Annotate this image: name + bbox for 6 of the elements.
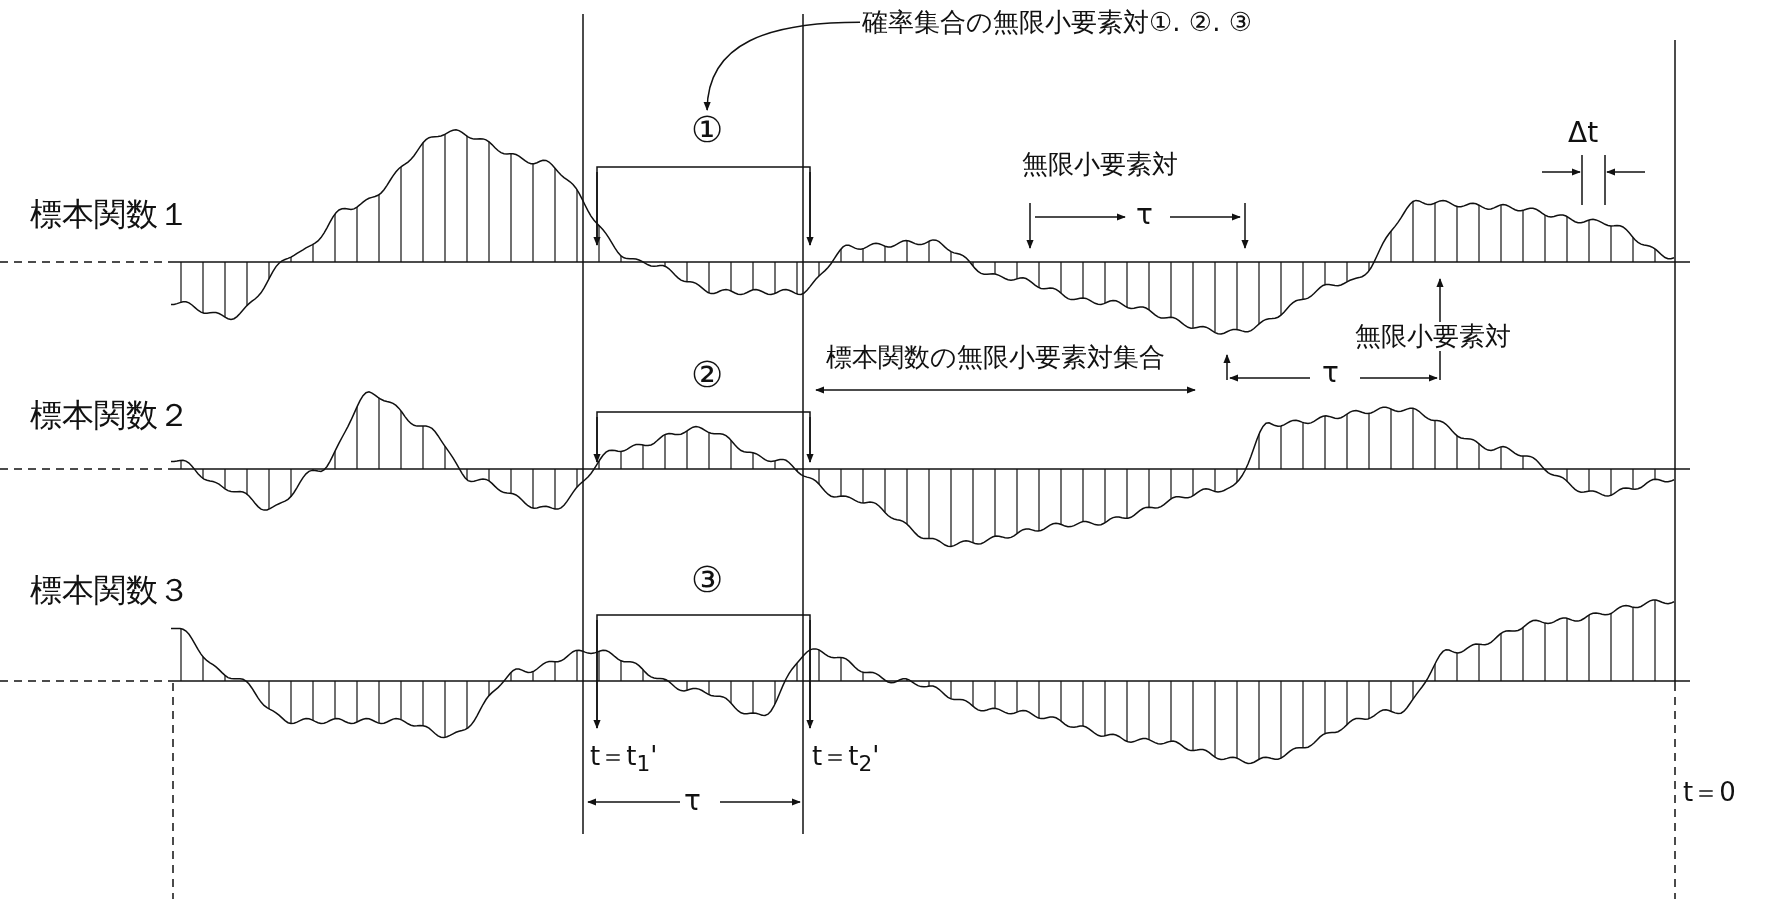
annotation-text: 標本関数の無限小要素対集合	[826, 343, 1165, 372]
leader-line	[704, 21, 861, 111]
annotation-text: 無限小要素対	[1355, 322, 1511, 351]
annotation-text: 無限小要素対	[1022, 150, 1178, 179]
circled-number: ①	[691, 110, 724, 150]
callout-text: 確率集合の無限小要素対①. ②. ③	[862, 8, 1252, 37]
